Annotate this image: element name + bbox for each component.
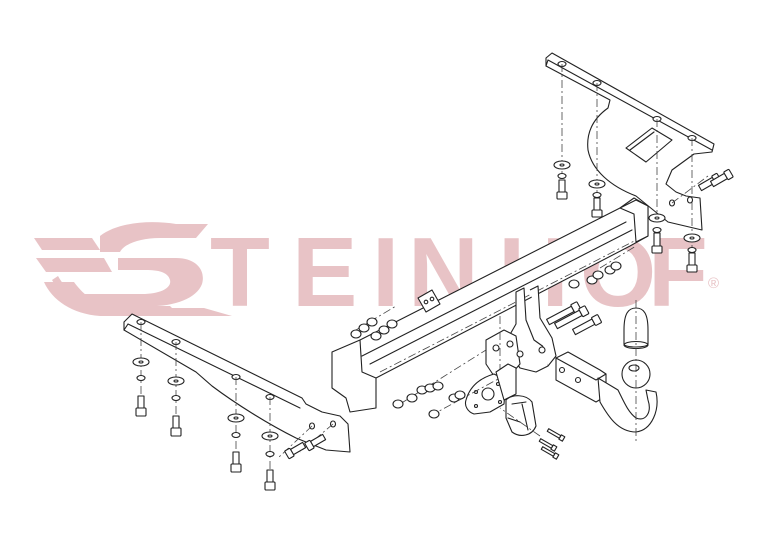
left-mounting-bracket (123, 313, 351, 453)
electrical-socket (505, 395, 537, 436)
washer-group-upper (350, 317, 398, 341)
bolt-stack-left-4 (261, 431, 279, 491)
watermark-letter-i: I (372, 217, 399, 327)
socket-plate (464, 363, 517, 415)
bolt-stack-right-4 (683, 233, 701, 273)
cross-beam (331, 197, 649, 413)
ball-cap (623, 300, 649, 444)
hardware (132, 160, 734, 491)
detachable-ball-neck (555, 351, 658, 433)
bolt-stack-right-3 (648, 213, 666, 254)
washer-group-right (568, 261, 622, 289)
washer-group-lower (392, 381, 466, 419)
registered-mark: ® (708, 275, 719, 292)
bolt-stack-right-2 (588, 179, 606, 218)
bolt-stack-left-3 (227, 413, 245, 473)
bolt-stack-left-1 (132, 357, 150, 417)
bolt-stack-left-2 (167, 376, 185, 437)
steinhof-s-logo-icon (34, 222, 232, 316)
watermark-letter-e: E (292, 217, 357, 327)
bolt-stack-right-1 (553, 160, 571, 200)
receiver-plates (485, 285, 557, 379)
watermark-letter-t: T (210, 217, 270, 327)
